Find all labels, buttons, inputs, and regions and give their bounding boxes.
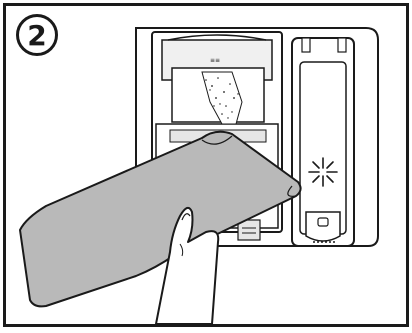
svg-text:≡≡: ≡≡ (210, 57, 220, 64)
step-number: 2 (27, 19, 46, 52)
step-number-badge: 2 (16, 14, 58, 56)
rinse-aid-compartment (292, 38, 354, 246)
dispenser-illustration: ≡≡ (6, 6, 406, 324)
illustration-frame: 2 ≡≡ (3, 3, 409, 327)
